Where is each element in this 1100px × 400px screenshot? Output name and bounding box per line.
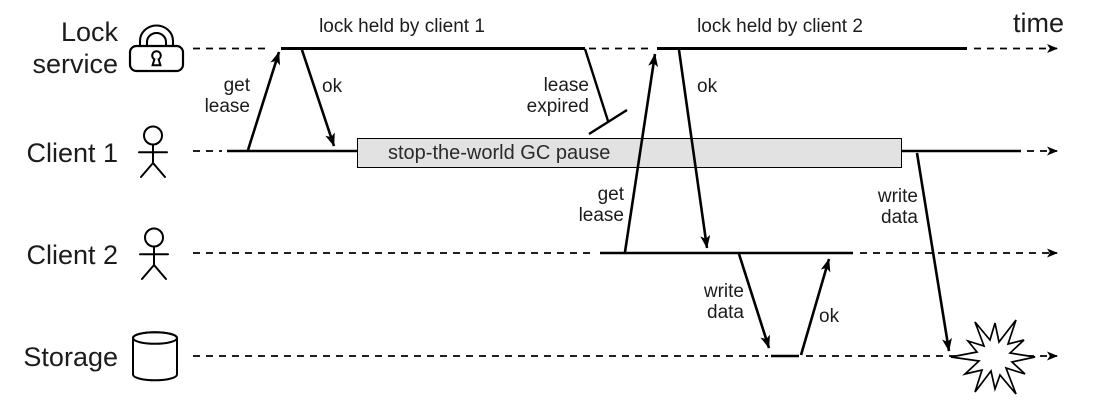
write-data-2-arrow xyxy=(737,253,771,349)
gc-pause-box: stop-the-world GC pause xyxy=(357,138,902,168)
lane-label-client2: Client 2 xyxy=(26,240,118,270)
padlock-icon xyxy=(128,24,185,73)
person-icon xyxy=(138,125,168,178)
write-data-1-label: write data xyxy=(877,186,918,228)
get-lease-2-arrow xyxy=(623,53,659,253)
gc-pause-label: stop-the-world GC pause xyxy=(388,141,611,164)
get-lease-1-arrow xyxy=(246,51,281,151)
lease-expired-cross xyxy=(588,108,628,136)
message-arrows xyxy=(246,49,952,356)
database-icon xyxy=(132,331,178,382)
explosion-burst-icon xyxy=(950,319,1036,395)
person-icon xyxy=(139,227,169,280)
lane-label-client1: Client 1 xyxy=(26,138,118,168)
lock-held-1-label: lock held by client 1 xyxy=(319,16,485,37)
lease-expired-line xyxy=(583,48,610,122)
get-lease-1-label: get lease xyxy=(204,75,250,117)
timelines xyxy=(193,44,1058,361)
write-data-1-arrow xyxy=(915,152,952,352)
ok-3-label: ok xyxy=(819,306,840,327)
lease-expired-label: lease expired xyxy=(526,75,589,117)
time-axis-label: time xyxy=(1012,8,1064,38)
lane-label-storage: Storage xyxy=(23,342,118,372)
ok-3-arrow xyxy=(799,258,831,356)
lease-expired-mark xyxy=(583,48,628,136)
write-data-2-label: write data xyxy=(703,281,744,323)
ok-1-label: ok xyxy=(322,76,343,97)
lane-label-lock-service: Lock service xyxy=(32,17,118,79)
ok-1-arrow xyxy=(300,49,336,147)
lock-held-2-label: lock held by client 2 xyxy=(697,16,863,37)
ok-2-label: ok xyxy=(697,76,718,97)
ok-2-arrow xyxy=(677,49,711,249)
get-lease-2-label: get lease xyxy=(578,184,624,226)
